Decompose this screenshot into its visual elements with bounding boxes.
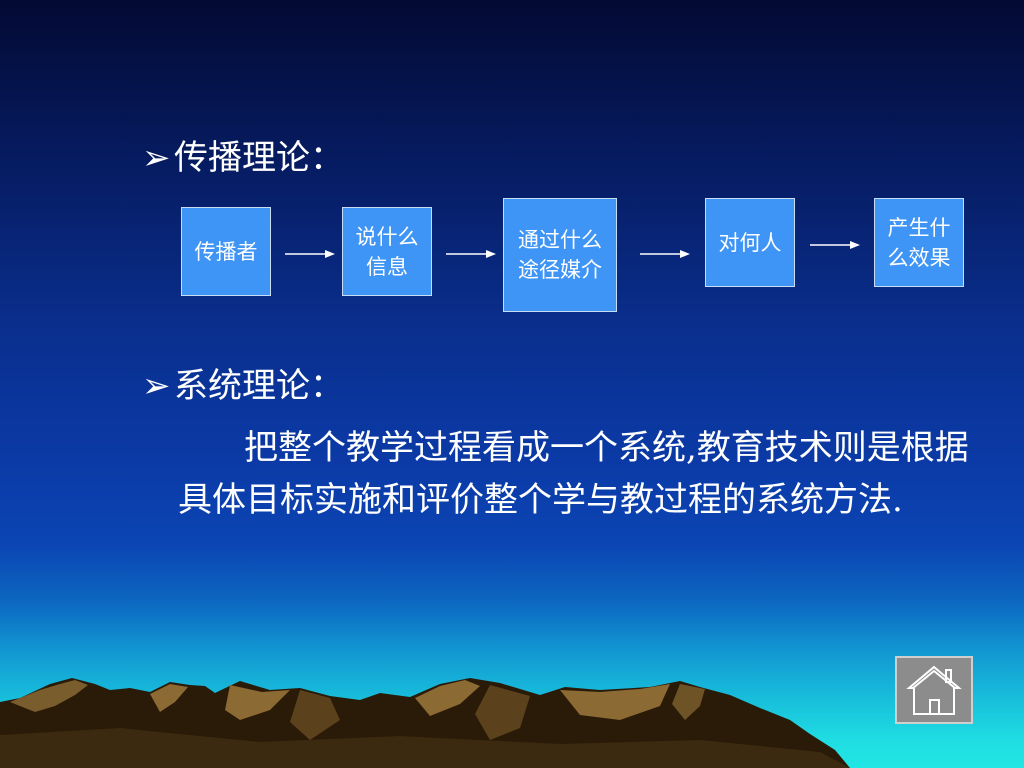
bullet-communication-theory: ➢传播理论：	[142, 138, 344, 178]
flow-box-effect: 产生什么效果	[874, 198, 964, 287]
flow-box-label: 产生什么效果	[887, 215, 951, 270]
flow-box-communicator: 传播者	[181, 207, 271, 296]
flow-arrow-1	[285, 250, 335, 258]
arrow-bullet-icon: ➢	[142, 138, 171, 178]
flow-box-receiver: 对何人	[705, 198, 795, 287]
flow-arrow-3	[640, 250, 690, 258]
mountain-decoration	[0, 678, 850, 768]
bullet-system-theory: ➢系统理论：	[142, 366, 344, 406]
flow-box-label: 通过什么途径媒介	[518, 228, 602, 282]
paragraph-text: 把整个教学过程看成一个系统,教育技术则是根据具体目标实施和评价整个学与教过程的系…	[178, 428, 969, 520]
flow-box-channel: 通过什么途径媒介	[503, 198, 617, 312]
system-theory-paragraph: 把整个教学过程看成一个系统,教育技术则是根据具体目标实施和评价整个学与教过程的系…	[178, 422, 988, 526]
flow-arrow-4	[810, 241, 860, 249]
bullet-text: 传播理论：	[174, 138, 344, 178]
flow-box-message: 说什么信息	[342, 207, 432, 296]
flow-box-label: 传播者	[194, 239, 258, 264]
arrow-bullet-icon: ➢	[142, 366, 171, 406]
home-button[interactable]	[895, 656, 973, 724]
home-icon	[906, 665, 962, 715]
bullet-text: 系统理论：	[174, 366, 344, 406]
flow-arrow-2	[446, 250, 496, 258]
flow-box-label: 说什么信息	[355, 224, 419, 279]
flow-box-label: 对何人	[718, 230, 782, 255]
